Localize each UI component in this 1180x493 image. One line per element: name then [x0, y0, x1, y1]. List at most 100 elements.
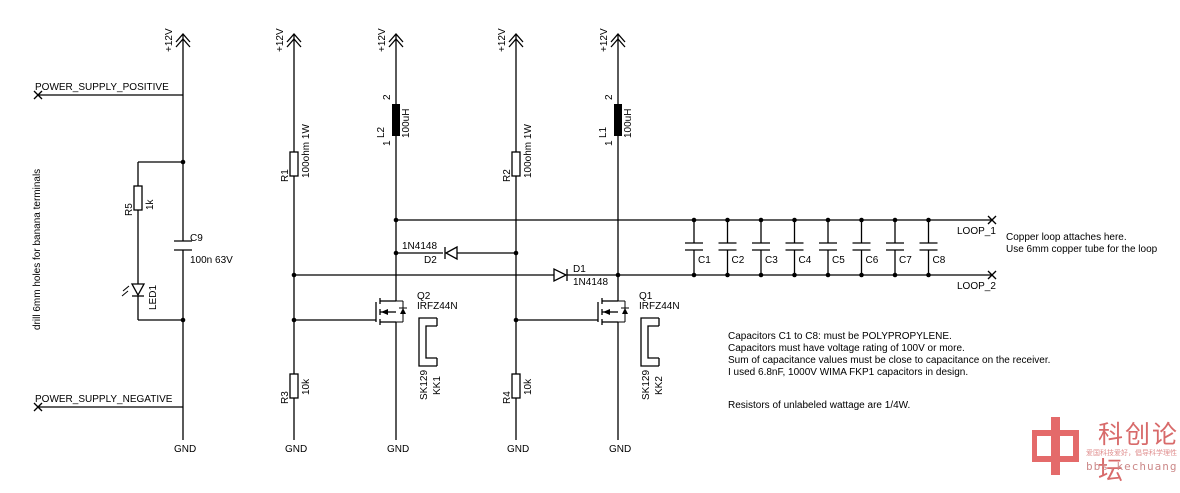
l1-ref: L1 — [598, 126, 609, 138]
net-label-psu-positive: POWER_SUPPLY_POSITIVE — [35, 82, 169, 93]
d2-value: 1N4148 — [402, 241, 437, 252]
resistor-r2: R2 100ohm 1W — [502, 124, 534, 182]
channel-2: +12V R1 100ohm 1W R3 10k GND +12V 2 1 — [275, 28, 519, 455]
kk2-ref: KK2 — [654, 376, 665, 395]
cap-label: C1 — [698, 255, 711, 266]
net-label-loop-2: LOOP_2 — [957, 281, 996, 292]
capacitor-c4: C4 — [785, 217, 812, 278]
forum-logo — [1032, 417, 1079, 475]
gnd-label: GND — [285, 444, 307, 455]
d2-ref: D2 — [424, 255, 437, 266]
capacitor-c2: C2 — [718, 217, 745, 278]
l1-value: 100uH — [623, 109, 634, 138]
led-led1: LED1 — [121, 283, 159, 310]
vcc-symbol: +12V — [275, 28, 302, 52]
loop-buses: LOOP_1 LOOP_2 — [294, 215, 997, 292]
channel-1: +12V R2 100ohm 1W R4 10k GND +12V 2 1 L1 — [497, 28, 680, 455]
gnd-label: GND — [387, 444, 409, 455]
gnd-label: GND — [174, 444, 196, 455]
l2-value: 100uH — [401, 109, 412, 138]
net-end-cross — [987, 270, 997, 280]
cap-label: C8 — [933, 255, 946, 266]
vcc-label: +12V — [164, 28, 175, 52]
vcc-symbol: +12V — [164, 28, 191, 52]
mosfet-q1: Q1 IRFZ44N — [597, 291, 680, 325]
resistor-r4: R4 10k — [502, 373, 534, 404]
r1-value: 100ohm 1W — [301, 124, 312, 178]
q2-ref: Q2 — [417, 291, 431, 302]
watermark-name: 科创论坛 — [1098, 420, 1180, 485]
led1-ref: LED1 — [148, 285, 159, 310]
l2-pin1: 1 — [382, 140, 393, 146]
gnd-label: GND — [507, 444, 529, 455]
q1-value: IRFZ44N — [639, 301, 680, 312]
capacitor-c5: C5 — [819, 217, 845, 278]
l2-ref: L2 — [376, 126, 387, 138]
l2-pin2: 2 — [382, 94, 393, 100]
diode-d1: D1 1N4148 — [553, 264, 608, 288]
l1-pin1: 1 — [604, 140, 615, 146]
d1-value: 1N4148 — [573, 277, 608, 288]
net-label-loop-1: LOOP_1 — [957, 226, 996, 237]
net-end-cross — [33, 402, 43, 412]
watermark: 科创论坛 爱国科技爱好，倡导科学理性 bbs.kechuang.org — [1030, 413, 1180, 485]
inductor-l2: 2 1 L2 100uH — [376, 94, 412, 146]
heatsink-kk1: SK129 KK1 — [418, 317, 443, 400]
r2-value: 100ohm 1W — [523, 124, 534, 178]
l1-pin2: 2 — [604, 94, 615, 100]
r3-ref: R3 — [280, 391, 291, 404]
q2-value: IRFZ44N — [417, 301, 458, 312]
vcc-label: +12V — [497, 28, 508, 52]
net-end-cross — [987, 215, 997, 225]
resistor-r5: R5 1k — [124, 185, 156, 216]
kk1-value: SK129 — [419, 370, 430, 400]
r5-value: 1k — [145, 198, 156, 210]
junction-dot — [180, 317, 186, 323]
side-note: drill 6mm holes for banana terminals — [32, 169, 43, 330]
capacitor-c6: C6 — [852, 217, 879, 278]
note-line: Capacitors must have voltage rating of 1… — [728, 343, 965, 354]
capacitor-c7: C7 — [886, 217, 912, 278]
r2-ref: R2 — [502, 169, 513, 182]
cap-label: C4 — [799, 255, 812, 266]
vcc-label: +12V — [275, 28, 286, 52]
r3-value: 10k — [301, 378, 312, 395]
note-line: Capacitors C1 to C8: must be POLYPROPYLE… — [728, 331, 952, 342]
vcc-symbol: +12V — [377, 28, 404, 52]
resistor-r1: R1 100ohm 1W — [280, 124, 312, 182]
r5-ref: R5 — [124, 203, 135, 216]
capacitor-c8: C8 — [919, 217, 946, 278]
q1-ref: Q1 — [639, 291, 653, 302]
r4-ref: R4 — [502, 391, 513, 404]
kk1-ref: KK1 — [432, 376, 443, 395]
net-end-cross — [33, 90, 43, 100]
design-notes: Capacitors C1 to C8: must be POLYPROPYLE… — [728, 331, 1050, 379]
cap-label: C6 — [866, 255, 879, 266]
kk2-value: SK129 — [641, 370, 652, 400]
d1-ref: D1 — [573, 264, 586, 275]
net-label-psu-negative: POWER_SUPPLY_NEGATIVE — [35, 394, 173, 405]
loop-note-line: Use 6mm copper tube for the loop — [1006, 244, 1158, 255]
cap-label: C2 — [732, 255, 745, 266]
heatsink-kk2: SK129 KK2 — [640, 317, 665, 400]
vcc-symbol: +12V — [599, 28, 626, 52]
loop-note: Copper loop attaches here. Use 6mm coppe… — [1006, 232, 1157, 256]
resistor-note: Resistors of unlabeled wattage are 1/4W. — [728, 400, 911, 411]
capacitor-c9: C9 100n 63V — [174, 233, 233, 266]
c9-ref: C9 — [190, 233, 203, 244]
vcc-label: +12V — [599, 28, 610, 52]
r4-value: 10k — [523, 378, 534, 395]
watermark-tagline: 爱国科技爱好，倡导科学理性 — [1086, 450, 1177, 457]
resistor-r3: R3 10k — [280, 373, 312, 404]
c9-value: 100n 63V — [190, 255, 233, 266]
note-line: Sum of capacitance values must be close … — [728, 355, 1051, 366]
r1-ref: R1 — [280, 169, 291, 182]
vcc-symbol: +12V — [497, 28, 524, 52]
mosfet-q2: Q2 IRFZ44N — [375, 291, 458, 325]
loop-note-line: Copper loop attaches here. — [1006, 232, 1127, 243]
supply-section: +12V C9 100n 63V GND POWER_SUPPLY_POSITI… — [32, 28, 233, 455]
vcc-label: +12V — [377, 28, 388, 52]
capacitor-c1: C1 — [685, 217, 711, 278]
cap-label: C5 — [832, 255, 845, 266]
